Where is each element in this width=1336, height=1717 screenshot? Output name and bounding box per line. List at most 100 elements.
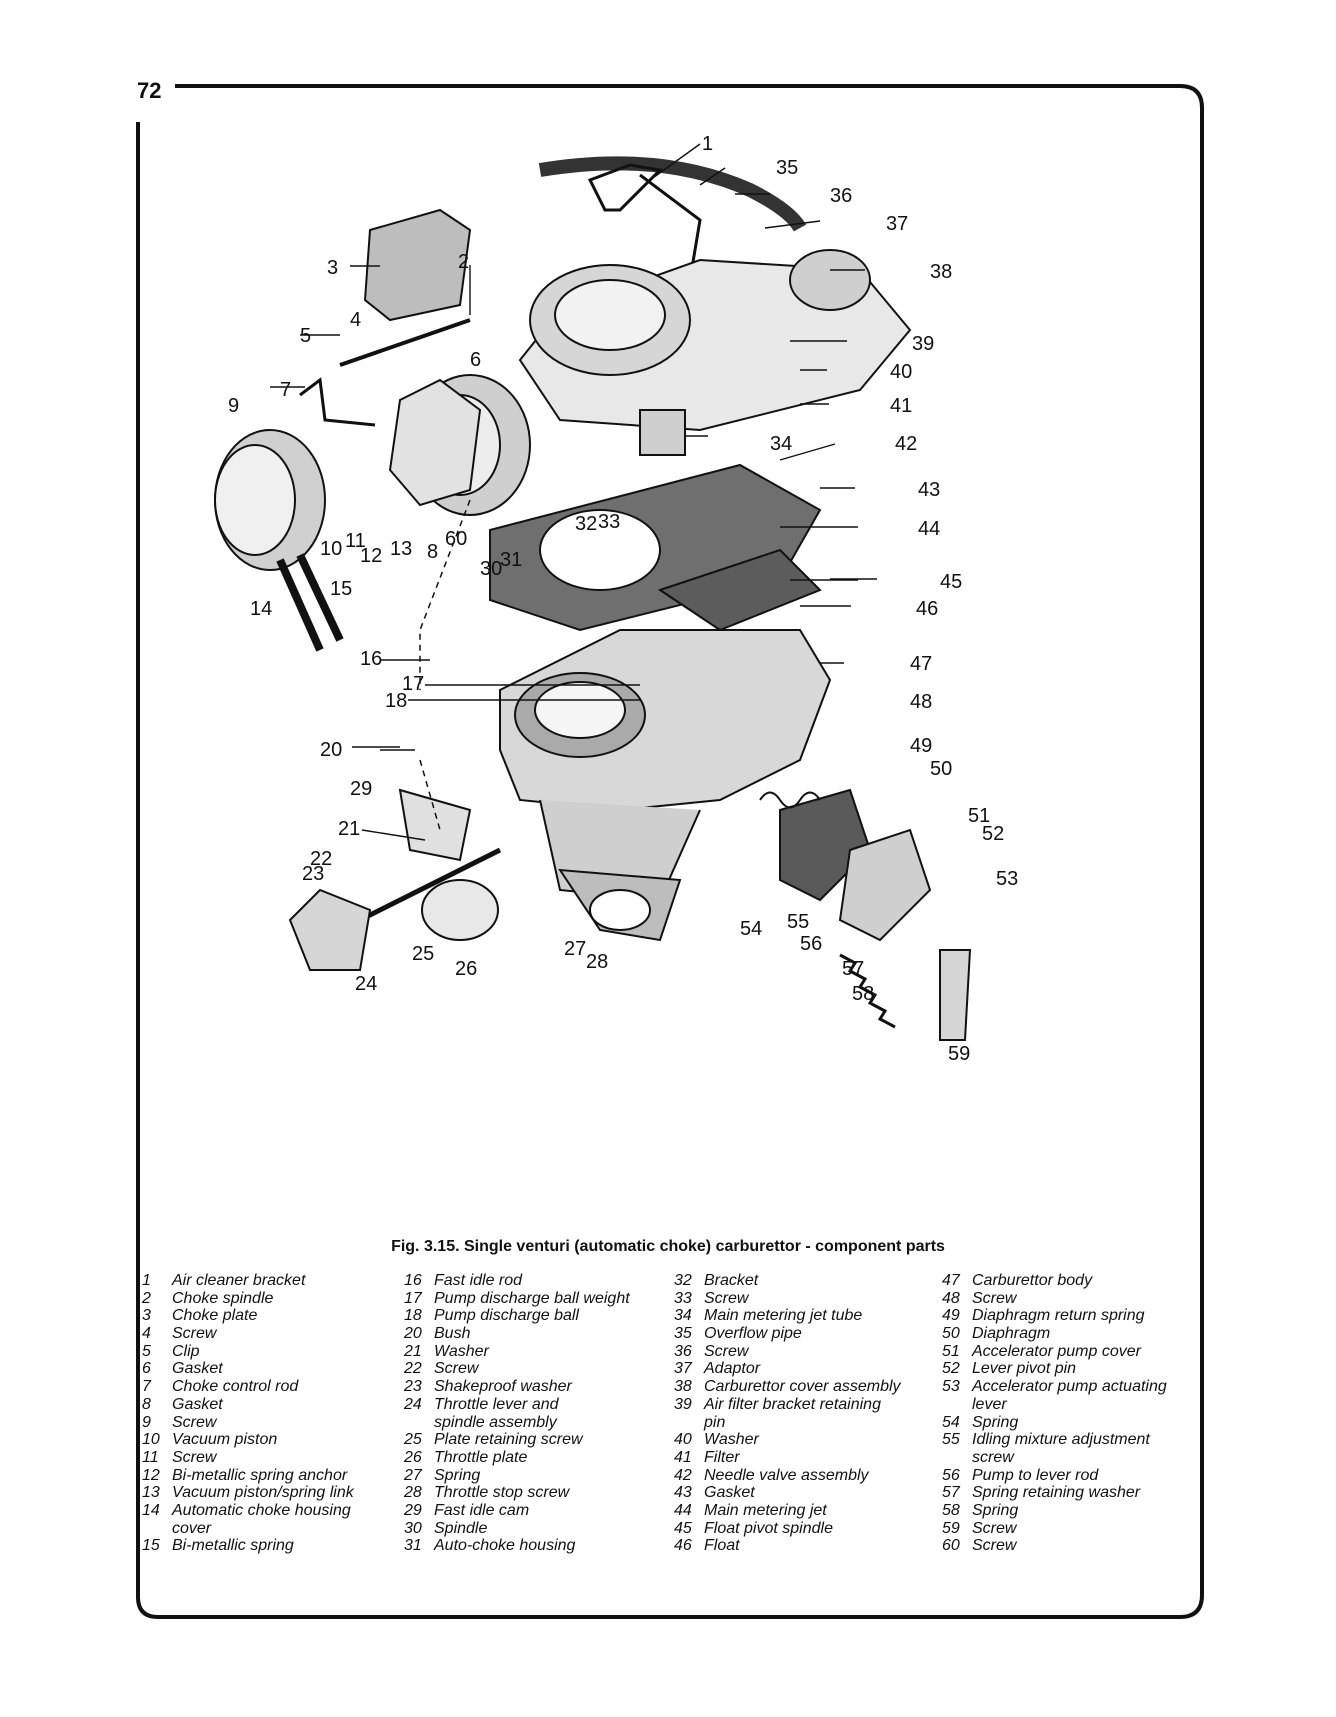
- legend-item-number: 60: [942, 1537, 960, 1555]
- legend-item-label: Gasket: [704, 1484, 755, 1502]
- legend-item-label: Spring retaining washer: [972, 1484, 1141, 1502]
- legend-item-number: 43: [674, 1484, 692, 1502]
- callout-12: 12: [360, 545, 382, 567]
- callout-36: 36: [830, 185, 852, 207]
- legend-item-number: 46: [674, 1537, 692, 1555]
- legend-item-number: 42: [674, 1466, 692, 1484]
- legend-item-label: Throttle lever and: [434, 1395, 559, 1413]
- legend-item-number: 54: [942, 1413, 960, 1431]
- callout-17: 17: [402, 673, 424, 695]
- legend-item-label: Bi-metallic spring anchor: [172, 1466, 348, 1484]
- legend-item-number: 29: [404, 1501, 422, 1519]
- carburettor-exploded-diagram: 1 2 3 4 5 6 7 8 9 10 11 12 13 14 15 16 1…: [214, 133, 1018, 1065]
- callout-46: 46: [916, 598, 938, 620]
- legend-item-number: 23: [404, 1378, 422, 1396]
- legend-item-number: 25: [404, 1431, 422, 1449]
- legend-item-number: 56: [942, 1466, 960, 1484]
- legend-item-number: 32: [674, 1272, 692, 1289]
- callout-4: 4: [350, 309, 361, 331]
- legend-item-number: 38: [674, 1378, 692, 1396]
- callout-51: 51: [968, 805, 990, 827]
- legend-item-label: Throttle plate: [434, 1448, 528, 1466]
- page-number: 72: [137, 78, 162, 103]
- legend-item-label: Spring: [972, 1501, 1019, 1519]
- callout-14: 14: [250, 598, 272, 620]
- callout-18: 18: [385, 690, 407, 712]
- legend-item-number: 47: [942, 1272, 960, 1289]
- callout-9: 9: [228, 395, 239, 417]
- legend-item-label: Screw: [972, 1289, 1017, 1307]
- legend-item-number: 26: [404, 1448, 422, 1466]
- callout-24: 24: [355, 973, 377, 995]
- legend-item-label: Accelerator pump cover: [972, 1342, 1141, 1360]
- callout-23: 23: [302, 863, 324, 885]
- legend-item-label: spindle assembly: [434, 1413, 557, 1431]
- callout-33: 33: [598, 511, 620, 533]
- legend-item-label: Adaptor: [704, 1360, 761, 1378]
- callout-59: 59: [948, 1043, 970, 1065]
- legend-item-label: pin: [704, 1413, 726, 1431]
- callout-32: 32: [575, 513, 597, 535]
- legend-item-label: Screw: [704, 1342, 749, 1360]
- legend-item-label: Screw: [704, 1289, 749, 1307]
- legend-item-number: 58: [942, 1501, 960, 1519]
- callout-26: 26: [455, 958, 477, 980]
- legend-item-label: Carburettor cover assembly: [704, 1378, 901, 1396]
- legend-item-number: 22: [404, 1360, 422, 1378]
- callout-48: 48: [910, 691, 932, 713]
- legend-item-label: Idling mixture adjustment: [972, 1431, 1150, 1449]
- spring-58-drawing: [839, 953, 896, 1029]
- legend-item-number: 4: [142, 1325, 151, 1343]
- legend-item-number: 36: [674, 1342, 692, 1360]
- accelerator-pump-cover-drawing: [838, 828, 932, 942]
- legend-item-label: Air filter bracket retaining: [704, 1395, 881, 1413]
- callout-45: 45: [940, 571, 962, 593]
- legend-item-label: Washer: [434, 1342, 489, 1360]
- legend-item-number: 51: [942, 1342, 960, 1360]
- callout-2: 2: [458, 251, 469, 273]
- legend-item-number: 49: [942, 1307, 960, 1325]
- legend-item-label: Accelerator pump actuating: [972, 1378, 1167, 1396]
- legend-item-label: Auto-choke housing: [434, 1537, 576, 1555]
- legend-item-number: 21: [404, 1342, 422, 1360]
- legend-item-number: 45: [674, 1519, 692, 1537]
- legend-item-number: 57: [942, 1484, 960, 1502]
- legend-item-label: Plate retaining screw: [434, 1431, 583, 1449]
- legend-item-number: 16: [404, 1272, 422, 1289]
- legend-item-label: Diaphragm: [972, 1325, 1051, 1343]
- legend-item-label: Pump discharge ball weight: [434, 1289, 630, 1307]
- callout-57: 57: [842, 958, 864, 980]
- legend-item-number: 28: [404, 1484, 422, 1502]
- legend-item-number: 35: [674, 1325, 692, 1343]
- callout-41: 41: [890, 395, 912, 417]
- legend-item-label: Automatic choke housing: [172, 1501, 351, 1519]
- legend-item-label: Lever pivot pin: [972, 1360, 1077, 1378]
- legend-item-label: Spring: [434, 1466, 481, 1484]
- legend-item-label: Vacuum piston: [172, 1431, 278, 1449]
- callout-43: 43: [918, 479, 940, 501]
- callout-31: 31: [500, 549, 522, 571]
- legend-item-number: 1: [142, 1272, 151, 1289]
- float-drawing: [657, 548, 822, 632]
- legend-item-label: Bi-metallic spring: [172, 1537, 294, 1555]
- callout-50: 50: [930, 758, 952, 780]
- legend-item-label: Bush: [434, 1325, 471, 1343]
- callout-58: 58: [852, 983, 874, 1005]
- callout-10: 10: [320, 538, 342, 560]
- callout-13: 13: [390, 538, 412, 560]
- callout-52: 52: [982, 823, 1004, 845]
- throttle-lever-drawing: [288, 888, 372, 971]
- callout-40: 40: [890, 361, 912, 383]
- callout-30: 30: [480, 558, 502, 580]
- legend-item-label: lever: [972, 1395, 1007, 1413]
- callout-37: 37: [886, 213, 908, 235]
- callout-22: 22: [310, 848, 332, 870]
- throttle-plate-drawing: [421, 879, 499, 941]
- legend-item-label: Shakeproof washer: [434, 1378, 572, 1396]
- legend-item-number: 33: [674, 1289, 692, 1307]
- legend-item-number: 15: [142, 1537, 160, 1555]
- legend-item-number: 17: [404, 1289, 422, 1307]
- callout-28: 28: [586, 951, 608, 973]
- legend-item-label: Spring: [972, 1413, 1019, 1431]
